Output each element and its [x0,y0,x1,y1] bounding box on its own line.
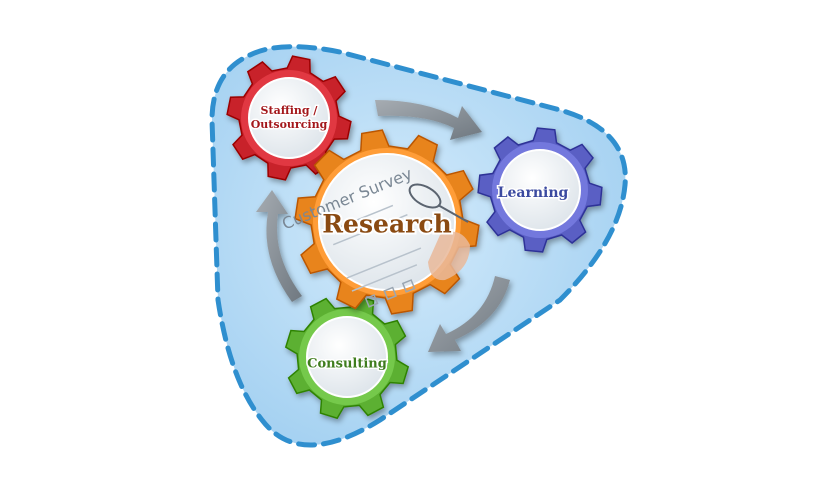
consulting-gear [284,294,410,420]
staffing-label-line2: Outsourcing [251,118,328,131]
arrow-consulting-to-staffing [256,190,302,302]
cycle-arrows [256,100,510,352]
consulting-gear-photo [306,316,388,398]
consulting-label: Consulting [307,357,387,372]
learning-label: Learning [498,185,569,201]
cycle-dashed-border [209,44,628,448]
research-label: Research [322,210,451,239]
staffing-gear [226,55,352,181]
staffing-gear-photo [248,77,330,159]
staffing-label-line1: Staffing / [261,104,319,117]
learning-gear [477,127,603,253]
learning-gear-photo [499,149,581,231]
arrow-learning-to-consulting [428,276,510,352]
arrow-staffing-to-learning [375,100,482,140]
